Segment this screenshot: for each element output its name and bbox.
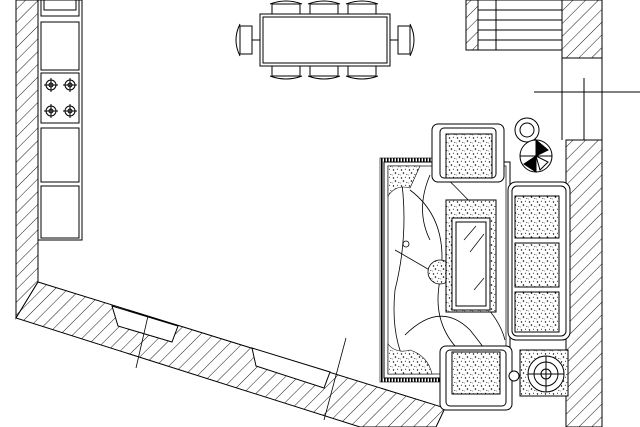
- dining-chairs-ends: [235, 23, 415, 57]
- counter-module: [40, 185, 80, 239]
- dining-chairs-top: [269, 0, 379, 15]
- hob-burners: [44, 78, 77, 118]
- sofa: [507, 181, 571, 341]
- counter-module: [40, 127, 80, 183]
- wall-left: [15, 0, 39, 320]
- staircase: [477, 0, 563, 51]
- right-structure: [534, 57, 640, 140]
- dining-chairs-bottom: [269, 65, 379, 80]
- sofa-cushion: [514, 291, 560, 333]
- sofa-cushion: [514, 242, 560, 288]
- counter-module: [40, 21, 80, 71]
- sofa-cushion: [514, 195, 560, 239]
- window-opening-1: [111, 305, 179, 343]
- side-table-bottom: [508, 349, 569, 397]
- kitchen-counter: [37, 0, 83, 241]
- wall-right: [565, 139, 603, 427]
- wall-top-right: [561, 0, 603, 59]
- wall-openings: [111, 305, 331, 389]
- hob: [40, 72, 80, 124]
- opening-leaders: [135, 315, 347, 421]
- side-table-top: [514, 117, 553, 173]
- armchair-bottom: [439, 345, 513, 411]
- dining-table: [259, 13, 391, 67]
- dining-set: [235, 0, 415, 80]
- armchair-top: [431, 123, 505, 183]
- window-opening-2: [251, 347, 331, 389]
- wall-top-stub: [465, 0, 479, 51]
- coffee-table: [445, 199, 497, 313]
